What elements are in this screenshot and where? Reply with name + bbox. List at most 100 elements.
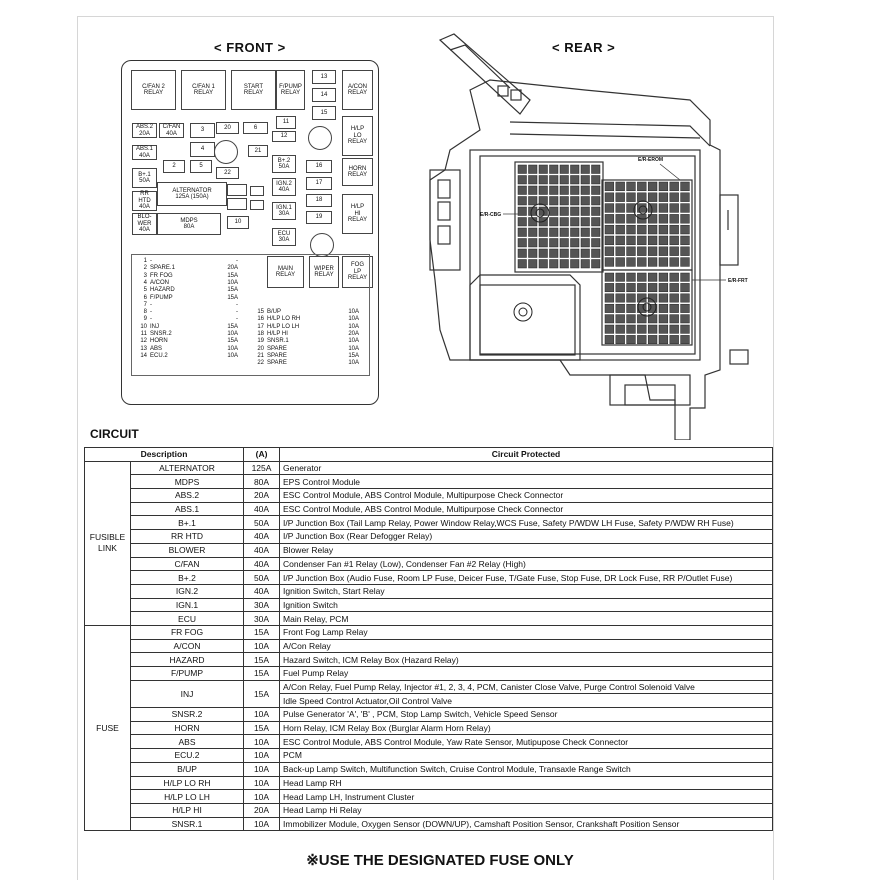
fuse-name: SPARE [267,360,287,367]
connector-pin [626,203,636,213]
empty-slot [250,186,264,196]
fuse-no: 9 [143,316,147,323]
circuit-name: ABS [129,734,245,750]
fuse-no: 1 [143,258,147,264]
connector-pin [669,283,679,293]
connector-pin [549,206,559,216]
connector-pin [570,217,580,227]
circuit-protected: Main Relay, PCM [279,611,774,626]
connector-pin [658,235,669,246]
fuse-name: H/LP LO LH [267,323,300,330]
circuit-table: Description (A) Circuit Protected FUSIBL… [83,447,774,832]
circuit-protected: Ignition Switch, Start Relay [279,583,774,599]
connector-pin [615,224,625,235]
fuse-cell-ign2: IGN.2 40A [272,178,296,196]
circuit-name: ABS.2 [129,488,245,503]
connector-pin [517,248,527,258]
connector-pin [626,181,636,192]
fuse-cell-n5: 5 [190,160,212,173]
connector-pin [680,181,690,192]
circuit-name: SNSR.2 [129,707,245,722]
connector-pin [549,185,559,195]
circuit-protected: I/P Junction Box (Tail Lamp Relay, Power… [279,515,774,531]
connector-pin [570,206,580,216]
fuse-cell-blower: BLO- WER 40A [132,213,157,235]
connector-pin [637,192,647,202]
fuse-name: SPARE.1 [150,265,175,272]
circuit-protected: ESC Control Module, ABS Control Module, … [279,734,774,750]
circuit-protected: I/P Junction Box (Audio Fuse, Room LP Fu… [279,570,774,585]
fuse-amp: 10A [348,323,359,330]
connector-pin [538,185,548,195]
circuit-protected: Generator [279,460,774,476]
connector-pin [658,272,669,282]
connector-pin [647,283,658,293]
fuse-name: SNSR.1 [267,338,289,345]
circuit-amp: 15A [243,652,281,667]
connector-pin [528,164,538,174]
circuit-amp: 20A [243,488,281,503]
fuse-no: 12 [140,338,147,345]
fuse-no: 15 [257,309,264,315]
fuse-no: 14 [140,352,147,359]
connector-pin [626,324,636,334]
fuse-cell-alt: ALTERNATOR 125A (150A) [157,182,227,206]
fuse-name: INJ [150,323,159,330]
connector-pin [538,248,548,258]
connector-pin [580,259,590,269]
circuit-name: H/LP LO RH [129,775,245,791]
designated-fuse-note: ※USE THE DESIGNATED FUSE ONLY [306,852,574,869]
connector-pin [637,181,647,192]
connector-pin [549,259,559,269]
connector-pin [570,259,580,269]
connector-pin [591,175,601,185]
fuse-name: H/LP LO RH [267,316,301,323]
connector-pin [549,227,559,237]
connector-pin [669,235,679,246]
fuse-no: 17 [257,323,264,330]
fuse-cell-cfan1: C/FAN 1 RELAY [181,70,226,110]
fuse-cell-hlphi: H/LP HI RELAY [342,194,373,234]
connector-pin [538,164,548,174]
circuit-amp: 20A [243,802,281,818]
connector-pin [615,181,625,192]
fuse-amp: 15A [227,272,238,279]
fuse-name: SPARE [267,345,287,352]
connector-pin [570,238,580,248]
connector-pin [615,303,625,313]
fuse-cell-n17: 17 [306,177,332,190]
mounting-hole [310,233,334,257]
connector-pin [604,293,615,303]
fuse-no: 11 [140,331,147,337]
connector-pin [658,314,669,324]
connector-pin [591,248,601,258]
connector-pin [528,185,538,195]
connector-pin [517,238,527,248]
connector-pin [647,324,658,334]
connector-pin [680,293,690,303]
connector-pin [647,224,658,235]
fuse-amp: 15A [227,294,238,301]
circuit-name: C/FAN [129,556,245,572]
connector-pin [615,283,625,293]
circuit-amp: 40A [243,529,281,544]
circuit-name: SNSR.1 [129,816,245,832]
fuse-name: SNSR.2 [150,331,172,337]
fuse-no: 7 [143,301,147,308]
fuse-name: - [150,309,152,316]
fuse-no: 2 [143,265,147,272]
connector-pin [680,303,690,313]
